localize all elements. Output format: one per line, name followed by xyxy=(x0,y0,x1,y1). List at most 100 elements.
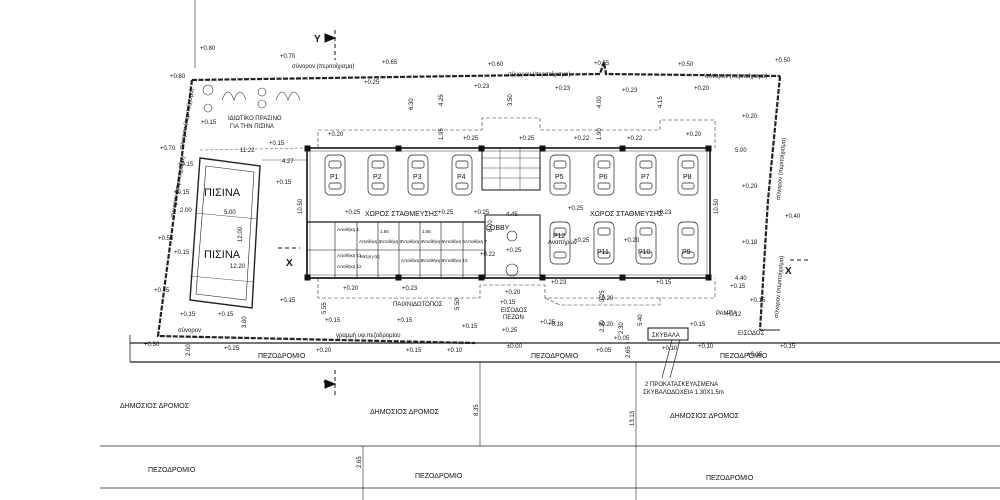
playground-label: ΠΑΙΧΝΙΔΟΤΟΠΟΣ xyxy=(393,302,443,308)
parking-cars xyxy=(324,154,699,265)
boundary-label-right-2: σύνορον (περιτοίχισμα) xyxy=(774,256,785,319)
storage-room-11: Αποθήκη 11 xyxy=(337,252,362,258)
level-marker: +0.05 xyxy=(596,348,612,354)
level-marker: +0.15 xyxy=(500,300,516,306)
level-marker: +0.20 xyxy=(343,286,359,292)
storage-room-4: Αποθήκη 4 xyxy=(401,238,424,244)
level-marker: +0.60 xyxy=(488,62,504,68)
dimension: 4.25 xyxy=(439,94,445,106)
boundary-label-top-2: σύνορον (περιτοίχισμα) xyxy=(508,72,570,78)
car-p9 xyxy=(677,221,699,265)
storage-dim-1: 1.55 xyxy=(380,229,389,234)
level-markers: +0.80 +0.70 +0.65 +0.60 +0.55 +0.50 +0.5… xyxy=(144,46,801,358)
parking-space-p9: P9 xyxy=(682,249,691,256)
storage-room-6: Αποθήκη 6 xyxy=(443,238,466,244)
level-marker: +0.23 xyxy=(474,84,490,90)
pool-label-2: ΠΙΣΙΝΑ xyxy=(204,249,241,261)
level-marker: +0.15 xyxy=(656,280,672,286)
parking-space-p4: P4 xyxy=(457,174,466,181)
level-marker: +0.15 xyxy=(178,162,194,168)
parking-space-p2: P2 xyxy=(373,174,382,181)
section-markers xyxy=(278,30,810,395)
garden-label-1: ΙΔΙΩΤΙΚΟ ΠΡΑΣΙΝΟ xyxy=(228,116,282,122)
section-x-right: X xyxy=(785,266,792,277)
storage-room-12: Αποθήκη 12 xyxy=(337,263,362,269)
garden-shrubs xyxy=(202,84,301,113)
entrance-label-2: ΠΕΖΩΝ xyxy=(503,315,524,321)
garden-label-2: ΓΙΑ ΤΗΝ ΠΙΣΙΝΑ xyxy=(230,124,274,130)
level-marker: +0.10 xyxy=(447,348,463,354)
dimension: 4.40 xyxy=(735,276,747,282)
level-marker: +0.22 xyxy=(627,136,643,142)
level-marker: +0.40 xyxy=(785,214,801,220)
sidewalk-label-4: ΠΕΖΟΔΡΟΜΙΟ xyxy=(148,467,196,474)
level-marker: +0.20 xyxy=(686,132,702,138)
car-p4 xyxy=(451,154,473,196)
storage-room-3: Αποθήκη 3 xyxy=(380,238,403,244)
boundary-label-left-2: σύνορον (περιτοίχισμα) xyxy=(179,88,196,150)
storage-room-10: Αποθήκη 10 xyxy=(443,257,468,263)
parking-numbers: P1 P2 P3 P4 P5 P6 P7 P8 P9 P10 P11 P12 xyxy=(330,174,692,256)
road-label-2: ΔΗΜΟΣΙΟΣ ΔΡΟΜΟΣ xyxy=(370,409,440,416)
level-marker: +0.55 xyxy=(158,236,174,242)
sidewalk-label-3: ΠΕΖΟΔΡΟΜΙΟ xyxy=(720,353,768,360)
sidewalk-label-2: ΠΕΖΟΔΡΟΜΙΟ xyxy=(531,353,579,360)
section-y-bottom: Y xyxy=(323,380,330,391)
level-marker: +0.15 xyxy=(174,190,190,196)
car-p12 xyxy=(549,221,571,265)
dimension: 5.50 xyxy=(455,298,461,310)
road-label-1: ΔΗΜΟΣΙΟΣ ΔΡΟΜΟΣ xyxy=(120,403,190,410)
car-p7 xyxy=(635,154,657,196)
level-marker: +0.23 xyxy=(555,86,571,92)
level-marker: +0.50 xyxy=(775,58,791,64)
storage-room-1: Αποθήκη 1 xyxy=(337,226,360,232)
level-marker: +0.20 xyxy=(505,290,521,296)
level-marker: +0.45 xyxy=(154,288,170,294)
dimension: 5.55 xyxy=(322,302,328,314)
car-p6 xyxy=(593,154,615,196)
car-p1 xyxy=(324,154,346,196)
dimension: 12.00 xyxy=(238,226,244,242)
level-marker: +0.30 xyxy=(144,342,160,348)
level-marker: +0.23 xyxy=(656,210,672,216)
level-marker: +0.50 xyxy=(678,62,694,68)
parking-label-2: ΧΩΡΟΣ ΣΤΑΘΜΕΥΣΗΣ xyxy=(590,211,664,218)
storage-room-9: Αποθήκη 9 xyxy=(422,257,445,263)
level-marker: +0.15 xyxy=(406,348,422,354)
car-p5 xyxy=(549,154,571,196)
parking-space-p8: P8 xyxy=(683,174,692,181)
level-marker: +0.80 xyxy=(170,74,186,80)
level-marker: +0.23 xyxy=(622,88,638,94)
boundary-label-top-1: σύνορον (περιτοίχισμα) xyxy=(292,64,354,70)
level-marker: +0.25 xyxy=(502,328,518,334)
parking-space-p7: P7 xyxy=(641,174,650,181)
dimension: 3.50 xyxy=(508,94,514,106)
level-marker: +0.15 xyxy=(180,312,196,318)
level-marker: +0.25 xyxy=(474,210,490,216)
level-marker: +0.22 xyxy=(480,252,496,258)
section-y-top: Y xyxy=(314,34,321,45)
entrance-label-1: ΕΙΣΟΔΟΣ xyxy=(501,308,527,314)
disabled-parking-label: Αναπήρων xyxy=(548,239,577,246)
level-marker: +0.20 xyxy=(598,296,614,302)
pool-area xyxy=(189,147,308,309)
section-x-left: X xyxy=(286,258,293,269)
level-marker: +0.15 xyxy=(276,180,292,186)
storage-room-2: Αποθήκη 2 xyxy=(359,238,382,244)
level-marker: +0.25 xyxy=(364,80,380,86)
car-p3 xyxy=(407,154,429,196)
garbage-enclosure xyxy=(647,327,689,379)
level-marker: +0.20 xyxy=(328,132,344,138)
site-boundary xyxy=(156,0,782,345)
level-marker: +0.80 xyxy=(200,46,216,52)
level-marker: +0.15 xyxy=(269,141,285,147)
storage-room-8: Αποθήκη 8 xyxy=(401,257,424,263)
dimension: 10.50 xyxy=(714,198,720,214)
dimension: 2.00 xyxy=(186,344,192,356)
car-p11 xyxy=(593,221,615,265)
level-marker: +0.25 xyxy=(540,320,556,326)
level-marker: +0.25 xyxy=(438,210,454,216)
storage-room-7: Αποθήκη 7 xyxy=(465,238,488,244)
